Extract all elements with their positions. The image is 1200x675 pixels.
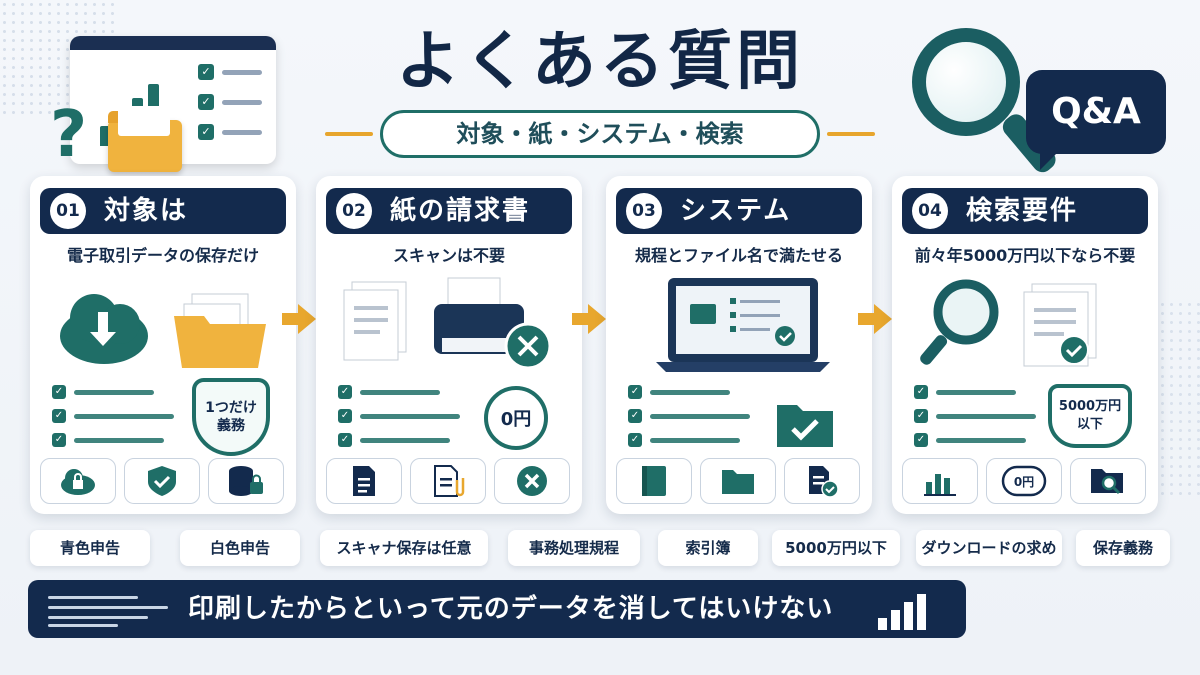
document-stack-icon xyxy=(1023,283,1097,367)
faq-card-3: 03 システム 規程とファイル名で満たせる ✓ ✓ ✓ xyxy=(606,176,872,514)
folder-check-icon xyxy=(766,384,844,462)
card-header: 03 システム xyxy=(616,188,862,234)
card-title: システム xyxy=(680,196,792,226)
faq-card-1: 01 対象は 電子取引データの保存だけ ✓ ✓ ✓ 1つだけ 義務 xyxy=(30,176,296,514)
faq-card-4: 04 検索要件 前々年5000万円以下なら不要 ✓ ✓ ✓ 5000万円 以下 xyxy=(892,176,1158,514)
checklist: ✓ ✓ ✓ xyxy=(52,380,174,452)
magnifier-icon xyxy=(920,279,999,365)
document-check-icon xyxy=(784,458,860,504)
page-title: よくある質問 xyxy=(396,25,804,99)
question-mark-icon: ? xyxy=(50,98,88,172)
speed-streak-decoration xyxy=(48,606,168,609)
magnifier-icon xyxy=(912,28,1020,136)
laptop-illustration xyxy=(620,274,858,374)
card-number: 04 xyxy=(912,193,948,229)
arrow-right-icon xyxy=(282,304,316,334)
tag-index-book: 索引簿 xyxy=(658,530,758,566)
icon-tiles xyxy=(616,458,860,504)
footer-banner: 印刷したからといって元のデータを消してはいけない xyxy=(28,580,966,638)
checklist: ✓ ✓ ✓ xyxy=(914,380,1036,452)
speed-streak-decoration xyxy=(48,624,118,627)
laptop-icon xyxy=(656,278,830,372)
one-duty-badge: 1つだけ 義務 xyxy=(192,378,270,456)
cloud-lock-icon xyxy=(40,458,116,504)
bar-chart-icon xyxy=(902,458,978,504)
paper-scanner-illustration xyxy=(330,274,568,374)
x-circle-icon xyxy=(494,458,570,504)
icon-tiles: 0円 xyxy=(902,458,1146,504)
threshold-badge: 5000万円 以下 xyxy=(1048,384,1132,448)
card-title: 紙の請求書 xyxy=(390,196,531,226)
checklist: ✓ ✓ ✓ xyxy=(628,380,750,452)
zero-yen-icon: 0円 xyxy=(986,458,1062,504)
checklist-icon: ✓ ✓ ✓ xyxy=(198,64,262,154)
cloud-download-folder-illustration xyxy=(44,274,282,374)
paper-document-icon xyxy=(343,281,407,361)
card-subtitle: 前々年5000万円以下なら不要 xyxy=(914,246,1136,265)
database-lock-icon xyxy=(208,458,284,504)
icon-tiles xyxy=(40,458,284,504)
card-subtitle: スキャンは不要 xyxy=(392,246,505,265)
zero-yen-badge: 0円 xyxy=(484,386,548,450)
tag-processing-rules: 事務処理規程 xyxy=(508,530,640,566)
folder-icon xyxy=(108,106,182,172)
tag-50m-yen: 5000万円以下 xyxy=(772,530,900,566)
tag-scanner-optional: スキャナ保存は任意 xyxy=(320,530,488,566)
qa-speech-bubble: Q&A xyxy=(1026,70,1166,170)
card-number: 02 xyxy=(336,193,372,229)
growth-chart-icon xyxy=(876,590,936,630)
book-icon xyxy=(616,458,692,504)
footer-message: 印刷したからといって元のデータを消してはいけない xyxy=(188,594,834,624)
icon-tiles xyxy=(326,458,570,504)
arrow-right-icon xyxy=(572,304,606,334)
open-folder-icon xyxy=(174,293,266,368)
speed-streak-decoration xyxy=(48,616,148,619)
tag-white-return: 白色申告 xyxy=(180,530,300,566)
folder-search-icon xyxy=(1070,458,1146,504)
card-header: 04 検索要件 xyxy=(902,188,1148,234)
cloud-download-icon xyxy=(60,294,148,364)
subtitle-banner: 対象・紙・システム・検索 xyxy=(325,110,875,158)
keyword-tags: 青色申告 白色申告 スキャナ保存は任意 事務処理規程 索引簿 5000万円以下 … xyxy=(30,530,1170,566)
card-number: 03 xyxy=(626,193,662,229)
card-subtitle: 電子取引データの保存だけ xyxy=(66,246,259,265)
tag-download-request: ダウンロードの求め xyxy=(916,530,1062,566)
faq-card-2: 02 紙の請求書 スキャンは不要 ✓ ✓ ✓ xyxy=(316,176,582,514)
folder-icon xyxy=(700,458,776,504)
zero-yen-icon-text: 0円 xyxy=(1014,475,1034,489)
page-subtitle: 対象・紙・システム・検索 xyxy=(380,110,820,158)
checklist: ✓ ✓ ✓ xyxy=(338,380,460,452)
card-header: 02 紙の請求書 xyxy=(326,188,572,234)
speed-streak-decoration xyxy=(48,596,138,599)
card-number: 01 xyxy=(50,193,86,229)
document-icon xyxy=(326,458,402,504)
printer-icon xyxy=(434,277,524,354)
card-subtitle: 規程とファイル名で満たせる xyxy=(634,246,843,265)
card-title: 検索要件 xyxy=(966,196,1079,226)
x-circle-icon xyxy=(504,322,552,370)
tag-storage-duty: 保存義務 xyxy=(1076,530,1170,566)
tag-blue-return: 青色申告 xyxy=(30,530,150,566)
card-title: 対象は xyxy=(104,196,189,226)
document-clip-icon xyxy=(410,458,486,504)
shield-check-icon xyxy=(124,458,200,504)
card-header: 01 対象は xyxy=(40,188,286,234)
search-document-illustration xyxy=(906,274,1144,374)
arrow-right-icon xyxy=(858,304,892,334)
